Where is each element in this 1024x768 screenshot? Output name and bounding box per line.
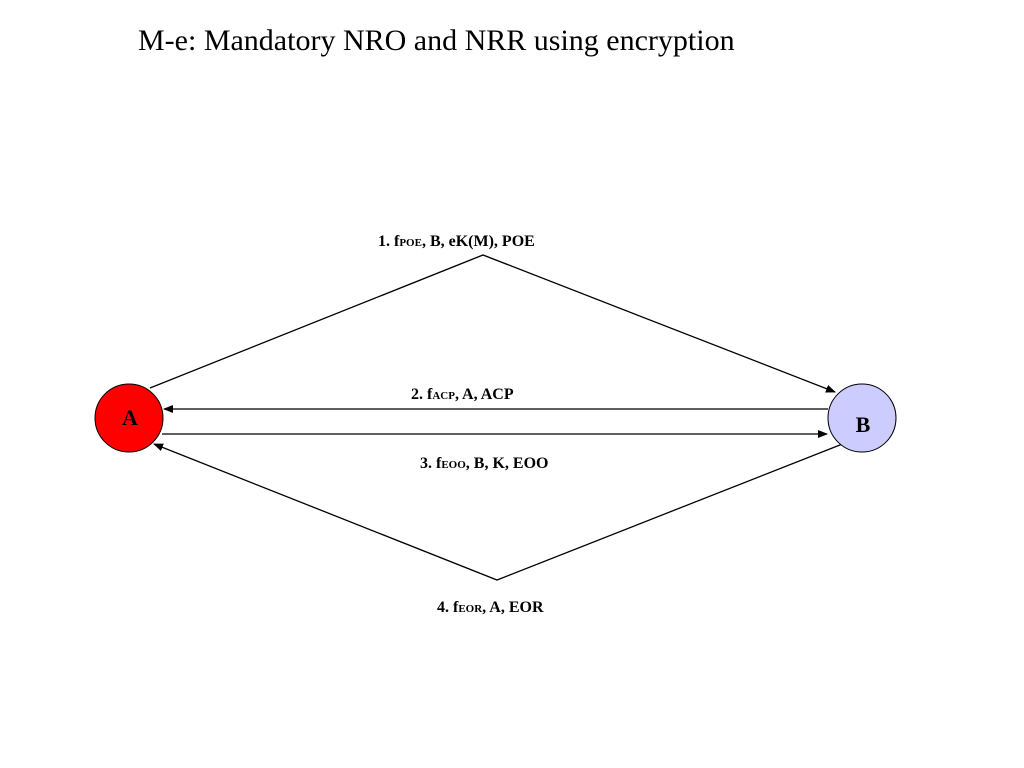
node-b-circle bbox=[827, 383, 897, 453]
message-1-label: 1. fPOE, B, eK(M), POE bbox=[378, 233, 535, 250]
message-4-label: 4. fEOR, A, EOR bbox=[437, 599, 544, 616]
message-2-label: 2. fACP, A, ACP bbox=[411, 386, 514, 403]
node-b-label: B bbox=[856, 412, 871, 437]
message-3-label: 3. fEOO, B, K, EOO bbox=[420, 455, 548, 472]
page-title: M-e: Mandatory NRO and NRR using encrypt… bbox=[138, 24, 735, 57]
node-a-label: A bbox=[122, 405, 138, 430]
message-4-arrow bbox=[153, 442, 846, 581]
node-b: B bbox=[827, 383, 897, 453]
node-a: A bbox=[94, 383, 164, 453]
message-1-arrow bbox=[149, 254, 836, 393]
node-a-circle bbox=[94, 383, 164, 453]
